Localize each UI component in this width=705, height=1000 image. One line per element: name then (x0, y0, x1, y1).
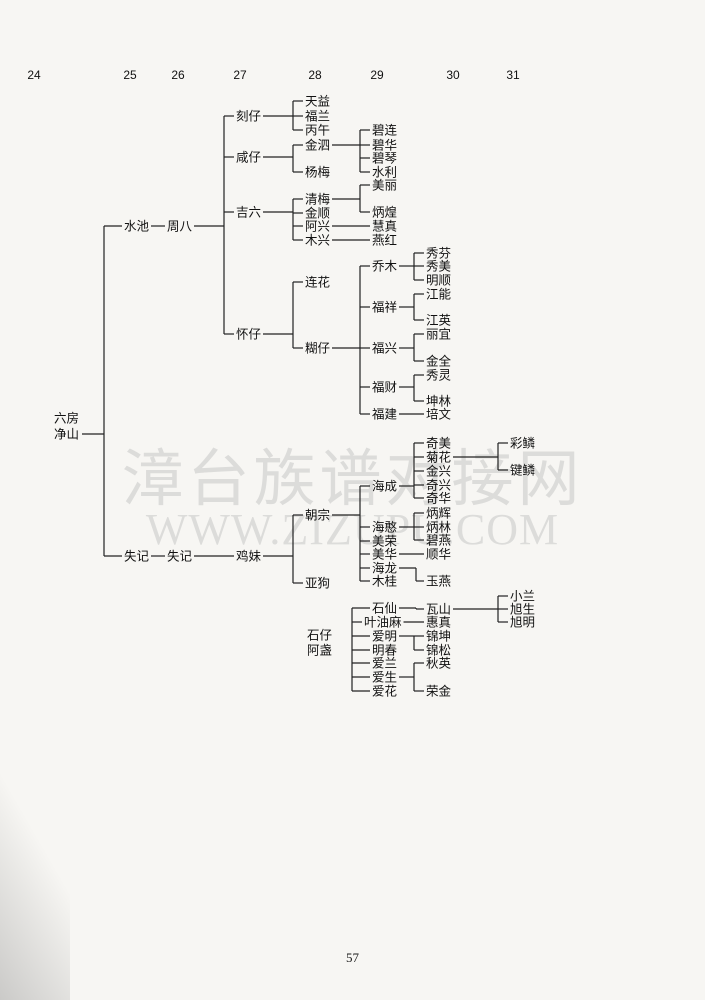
person-juhua: 菊花 (426, 450, 451, 465)
generation-number: 31 (506, 68, 520, 82)
generation-number: 24 (27, 68, 41, 82)
person-haihan: 海憨 (372, 520, 398, 535)
person-shuichi: 水池 (124, 219, 150, 234)
person-fuxing: 福兴 (372, 341, 397, 356)
person-xusheng: 旭生 (510, 602, 535, 617)
generation-number: 27 (233, 68, 247, 82)
person-jinxing: 金兴 (426, 464, 451, 479)
root-label-line: 六房 (54, 411, 79, 426)
person-liyi: 丽宜 (426, 327, 451, 342)
person-huaizai: 怀仔 (236, 327, 261, 342)
generation-number: 30 (446, 68, 460, 82)
person-yanhong: 燕红 (372, 233, 397, 248)
person-yanlin: 彩鳞 (510, 436, 536, 451)
person-muxing: 木兴 (305, 233, 330, 248)
person-qiaomu: 乔木 (372, 259, 398, 274)
person-qihua: 奇华 (426, 491, 451, 506)
person-xianzai: 咸仔 (236, 150, 261, 165)
person-rongjin: 荣金 (426, 684, 452, 699)
person-tianyi: 天益 (305, 94, 330, 109)
person-fuxiang: 福祥 (372, 300, 397, 315)
person-huizhen: 慧真 (372, 219, 397, 234)
generation-number: 28 (308, 68, 322, 82)
person-yeyouma: 叶油麻 (364, 615, 402, 630)
person-yagou: 亚狗 (305, 576, 330, 591)
person-kezai: 刻仔 (236, 109, 261, 124)
person-huizhen2: 惠真 (426, 615, 451, 630)
person-lianhua: 连花 (305, 275, 330, 290)
person-shizai-line2: 阿盏 (307, 643, 332, 658)
person-axing: 阿兴 (305, 219, 330, 234)
person-qiuying: 秋英 (426, 656, 452, 671)
generation-number: 25 (123, 68, 137, 82)
person-bihua: 碧华 (372, 138, 397, 153)
person-huzai: 糊仔 (305, 341, 330, 356)
person-jiliu: 吉六 (236, 205, 261, 220)
generation-numbers: 24 25 26 27 28 29 30 31 (27, 68, 520, 82)
person-xiufen: 秀芬 (426, 246, 452, 261)
person-zhouba: 周八 (167, 219, 193, 234)
person-fucai: 福财 (372, 380, 397, 395)
person-aisheng: 爱生 (372, 670, 397, 685)
person-meili: 美丽 (372, 178, 397, 193)
person-haicheng: 海成 (372, 479, 397, 494)
person-jiangying: 江英 (426, 313, 452, 328)
person-binghuang: 炳煌 (372, 205, 397, 220)
person-meihua: 美华 (372, 547, 397, 562)
person-aihua: 爱花 (372, 684, 397, 699)
page-number: 57 (346, 950, 359, 965)
person-hailong: 海龙 (372, 561, 397, 576)
person-qimei: 奇美 (426, 436, 451, 451)
person-xiuling: 秀灵 (426, 368, 452, 383)
person-jinkun: 锦坤 (426, 629, 451, 644)
person-aiming: 爱明 (372, 629, 397, 644)
person-mugui: 木桂 (372, 574, 397, 589)
person-xiaolan: 小兰 (510, 589, 535, 604)
person-qingmei: 清梅 (305, 192, 330, 207)
person-jinsi: 金泗 (305, 138, 330, 153)
person-shiji2: 失记 (167, 549, 193, 564)
person-mingshun: 明顺 (426, 273, 451, 288)
person-ailan: 爱兰 (372, 656, 397, 671)
person-peiwen: 培文 (426, 407, 452, 422)
person-bilian: 碧连 (372, 123, 398, 138)
generation-number: 29 (370, 68, 384, 82)
person-jianlin: 键鳞 (510, 463, 536, 478)
person-yangmei: 杨梅 (305, 165, 330, 180)
person-jinquan: 金全 (426, 354, 452, 369)
person-jimei: 鸡妹 (236, 549, 262, 564)
person-fulan: 福兰 (305, 109, 330, 124)
person-xiumei: 秀美 (426, 259, 451, 274)
person-washan: 瓦山 (426, 602, 451, 617)
person-fujian: 福建 (372, 407, 398, 422)
person-shiji1: 失记 (124, 549, 150, 564)
person-yuyan: 玉燕 (426, 574, 451, 589)
person-meirong: 美荣 (372, 534, 398, 549)
person-xuming: 旭明 (510, 615, 535, 630)
person-shizai-line1: 石仔 (307, 628, 332, 643)
person-jiangneng: 江能 (426, 287, 452, 302)
person-bingwu: 丙午 (305, 123, 330, 138)
person-jinsong: 锦松 (426, 643, 451, 658)
root-label-line: 净山 (54, 427, 79, 442)
person-jinshun: 金顺 (305, 206, 330, 221)
person-kunlin: 坤林 (426, 394, 452, 409)
root-label: 六房 净山 (54, 411, 79, 442)
person-shixian: 石仙 (372, 601, 397, 616)
person-mingchun: 明春 (372, 643, 398, 658)
person-biyan: 碧燕 (426, 533, 451, 548)
person-binghui: 炳辉 (426, 506, 451, 521)
person-shunhua: 顺华 (426, 547, 451, 562)
person-chaozong: 朝宗 (305, 508, 330, 523)
person-biqin: 碧琴 (372, 151, 398, 166)
person-shuili: 水利 (372, 165, 397, 180)
person-binglin: 炳林 (426, 520, 452, 535)
tree-connectors (82, 100, 508, 692)
person-qixing: 奇兴 (426, 478, 451, 493)
generation-number: 26 (171, 68, 185, 82)
